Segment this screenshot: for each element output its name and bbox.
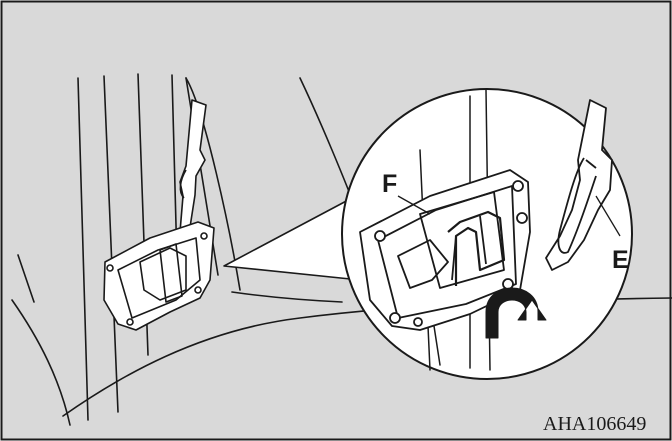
zoom-detail — [342, 89, 632, 379]
callout-label-f: F — [382, 170, 397, 198]
figure-id: AHA106649 — [543, 413, 646, 435]
callout-label-e: E — [612, 246, 629, 274]
